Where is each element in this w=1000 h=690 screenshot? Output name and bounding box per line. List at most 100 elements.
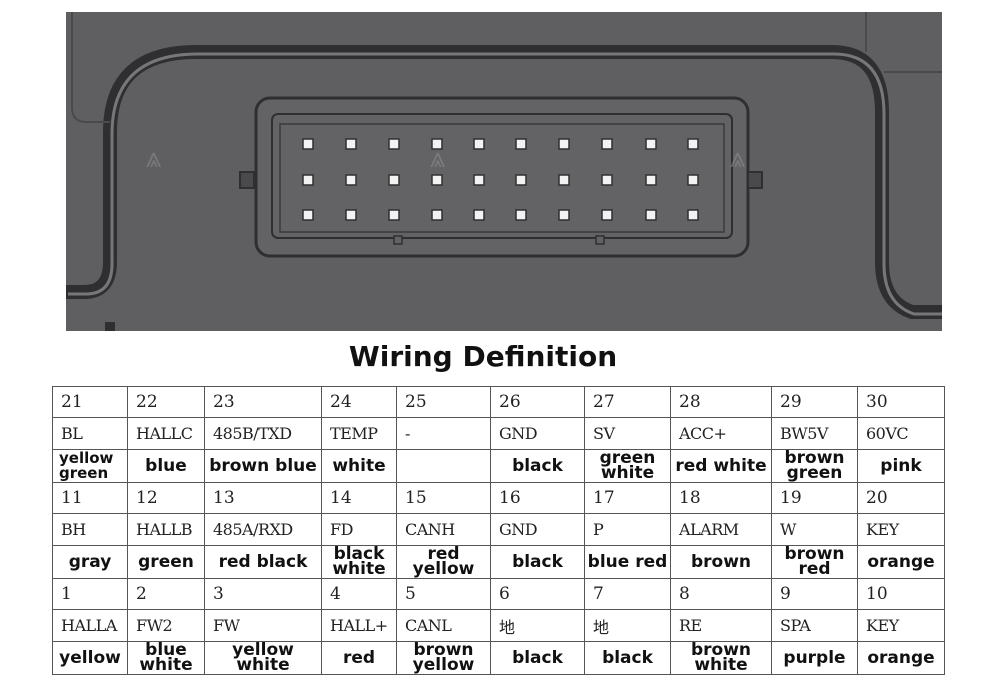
wire-color-cell: black bbox=[490, 449, 585, 483]
svg-text:⩓: ⩓ bbox=[430, 141, 446, 174]
connector-pin bbox=[558, 138, 570, 150]
wire-color-cell: yellow bbox=[52, 641, 128, 675]
pin-number-cell: 25 bbox=[396, 386, 491, 418]
wire-color-cell: red black bbox=[204, 545, 322, 579]
signal-name-cell: BW5V bbox=[771, 417, 858, 450]
connector-pin bbox=[345, 209, 357, 221]
signal-name-cell: BH bbox=[52, 513, 128, 546]
pin-number-cell: 5 bbox=[396, 578, 491, 610]
pin-number-cell: 30 bbox=[857, 386, 945, 418]
wire-color-cell: orange bbox=[857, 641, 945, 675]
connector-pin bbox=[302, 174, 314, 186]
connector-pin bbox=[388, 209, 400, 221]
pin-number-cell: 19 bbox=[771, 482, 858, 514]
connector-pin bbox=[645, 174, 657, 186]
pin-number-cell: 17 bbox=[584, 482, 671, 514]
connector-pin bbox=[515, 138, 527, 150]
signal-name-cell: 485A/RXD bbox=[204, 513, 322, 546]
pin-number-cell: 8 bbox=[670, 578, 772, 610]
connector-pin bbox=[345, 174, 357, 186]
connector-pin bbox=[302, 138, 314, 150]
signal-name-cell: CANL bbox=[396, 609, 491, 642]
pin-number-cell: 27 bbox=[584, 386, 671, 418]
wire-color-cell: red yellow bbox=[396, 545, 491, 579]
connector-pin bbox=[302, 209, 314, 221]
pin-number-cell: 13 bbox=[204, 482, 322, 514]
connector-pin bbox=[345, 138, 357, 150]
connector-pin bbox=[558, 174, 570, 186]
pin-number-cell: 29 bbox=[771, 386, 858, 418]
pin-number-cell: 18 bbox=[670, 482, 772, 514]
wire-color-cell bbox=[396, 449, 491, 483]
connector-pin bbox=[431, 174, 443, 186]
wire-color-cell: black bbox=[490, 641, 585, 675]
connector-pin bbox=[388, 174, 400, 186]
signal-name-cell: SV bbox=[584, 417, 671, 450]
connector-pin bbox=[431, 138, 443, 150]
signal-name-cell: HALLC bbox=[127, 417, 205, 450]
signal-name-cell: ALARM bbox=[670, 513, 772, 546]
wire-color-cell: brown white bbox=[670, 641, 772, 675]
pin-number-cell: 16 bbox=[490, 482, 585, 514]
wire-color-cell: orange bbox=[857, 545, 945, 579]
signal-name-cell: TEMP bbox=[321, 417, 397, 450]
signal-name-cell: P bbox=[584, 513, 671, 546]
svg-text:⩓: ⩓ bbox=[730, 141, 746, 174]
signal-name-cell: KEY bbox=[857, 513, 945, 546]
pin-number-cell: 3 bbox=[204, 578, 322, 610]
signal-name-cell: HALL+ bbox=[321, 609, 397, 642]
wire-color-cell: blue white bbox=[127, 641, 205, 675]
wire-color-cell: green white bbox=[584, 449, 671, 483]
wire-color-cell: black white bbox=[321, 545, 397, 579]
pin-number-cell: 9 bbox=[771, 578, 858, 610]
signal-name-cell: CANH bbox=[396, 513, 491, 546]
connector-pin bbox=[515, 209, 527, 221]
pin-number-cell: 6 bbox=[490, 578, 585, 610]
signal-name-cell: FD bbox=[321, 513, 397, 546]
connector-pin bbox=[473, 174, 485, 186]
connector-drawing: ⩓ ⩓ ⩓ bbox=[66, 12, 942, 331]
wire-color-cell: black bbox=[584, 641, 671, 675]
signal-name-cell: ACC+ bbox=[670, 417, 772, 450]
pin-number-cell: 4 bbox=[321, 578, 397, 610]
connector-pin bbox=[388, 138, 400, 150]
signal-name-cell: 地 bbox=[490, 609, 585, 642]
pin-number-cell: 12 bbox=[127, 482, 205, 514]
pin-number-cell: 10 bbox=[857, 578, 945, 610]
signal-name-cell: GND bbox=[490, 417, 585, 450]
connector-pin bbox=[687, 209, 699, 221]
signal-name-cell: BL bbox=[52, 417, 128, 450]
pin-number-cell: 2 bbox=[127, 578, 205, 610]
pin-number-cell: 11 bbox=[52, 482, 128, 514]
pin-number-cell: 26 bbox=[490, 386, 585, 418]
signal-name-cell: - bbox=[396, 417, 491, 450]
connector-pin bbox=[645, 138, 657, 150]
wire-color-cell: gray bbox=[52, 545, 128, 579]
signal-name-cell: KEY bbox=[857, 609, 945, 642]
wire-color-cell: yellow white bbox=[204, 641, 322, 675]
signal-name-cell: FW bbox=[204, 609, 322, 642]
wire-color-cell: black bbox=[490, 545, 585, 579]
wire-color-cell: brown bbox=[670, 545, 772, 579]
pin-number-cell: 21 bbox=[52, 386, 128, 418]
wire-color-cell: white bbox=[321, 449, 397, 483]
signal-name-cell: GND bbox=[490, 513, 585, 546]
svg-text:⩓: ⩓ bbox=[146, 141, 162, 174]
connector-pin bbox=[687, 174, 699, 186]
connector-pin bbox=[687, 138, 699, 150]
signal-name-cell: 60VC bbox=[857, 417, 945, 450]
pin-number-cell: 20 bbox=[857, 482, 945, 514]
signal-name-cell: HALLB bbox=[127, 513, 205, 546]
wire-color-cell: yellow green bbox=[52, 449, 128, 483]
signal-name-cell: 地 bbox=[584, 609, 671, 642]
pin-number-cell: 14 bbox=[321, 482, 397, 514]
